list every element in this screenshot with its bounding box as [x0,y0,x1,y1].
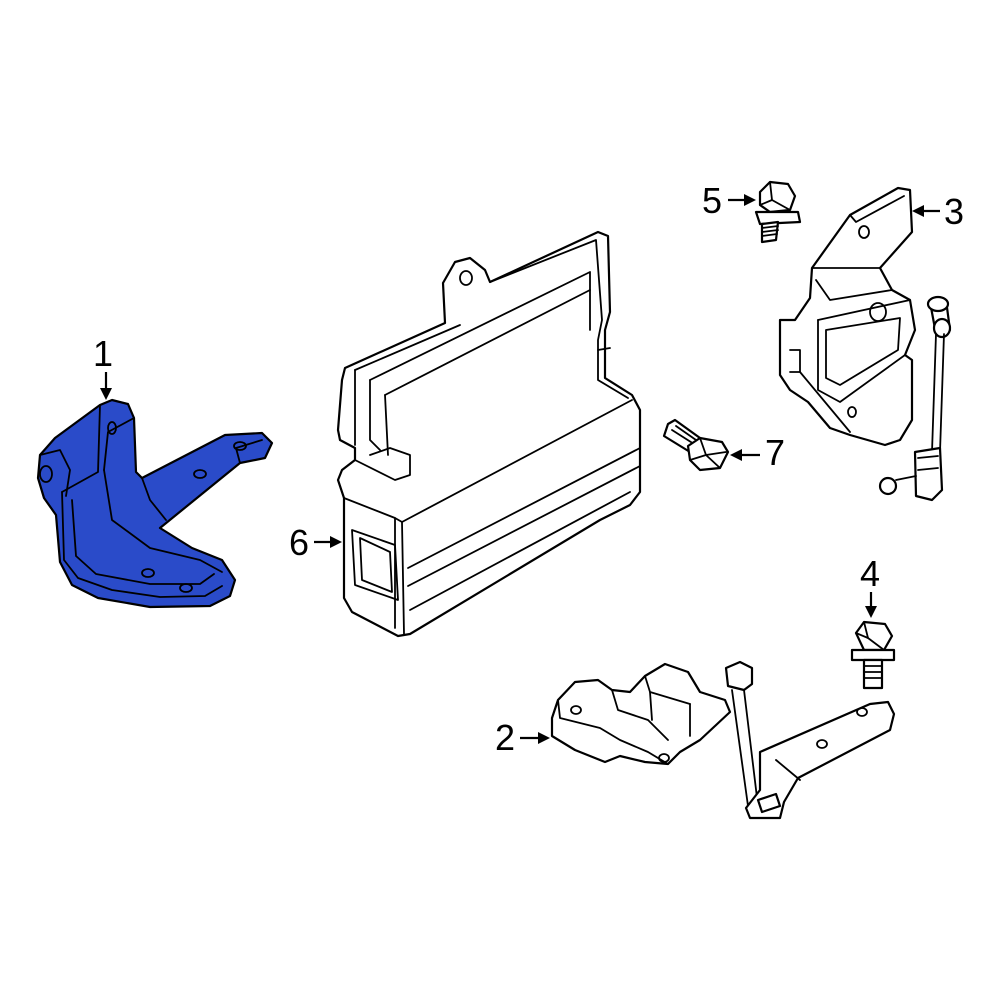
part-1-bracket[interactable] [36,398,274,609]
part-1-body [36,398,274,609]
callout-4: 4 [860,553,880,618]
part-6-control-module[interactable] [336,230,642,638]
part-3-body [778,186,917,447]
callout-7-label: 7 [765,432,785,473]
part-2-sensor-assembly[interactable] [550,660,896,820]
callout-4-label: 4 [860,553,880,594]
callout-3: 3 [912,191,964,232]
callout-7: 7 [730,432,785,473]
part-3-sensor-bracket[interactable] [778,186,952,502]
callout-2: 2 [495,717,550,758]
callout-5: 5 [702,180,756,221]
callout-6-label: 6 [289,522,309,563]
callout-2-label: 2 [495,717,515,758]
callout-5-label: 5 [702,180,722,221]
part-6-body [336,230,642,638]
part-4-bolt[interactable] [850,620,896,690]
part-5-bolt[interactable] [754,180,802,244]
part-2-body [550,662,732,766]
callout-6: 6 [289,522,342,563]
callout-1: 1 [93,333,113,400]
part-7-bolt[interactable] [662,418,730,472]
callout-3-label: 3 [944,191,964,232]
callout-1-label: 1 [93,333,113,374]
